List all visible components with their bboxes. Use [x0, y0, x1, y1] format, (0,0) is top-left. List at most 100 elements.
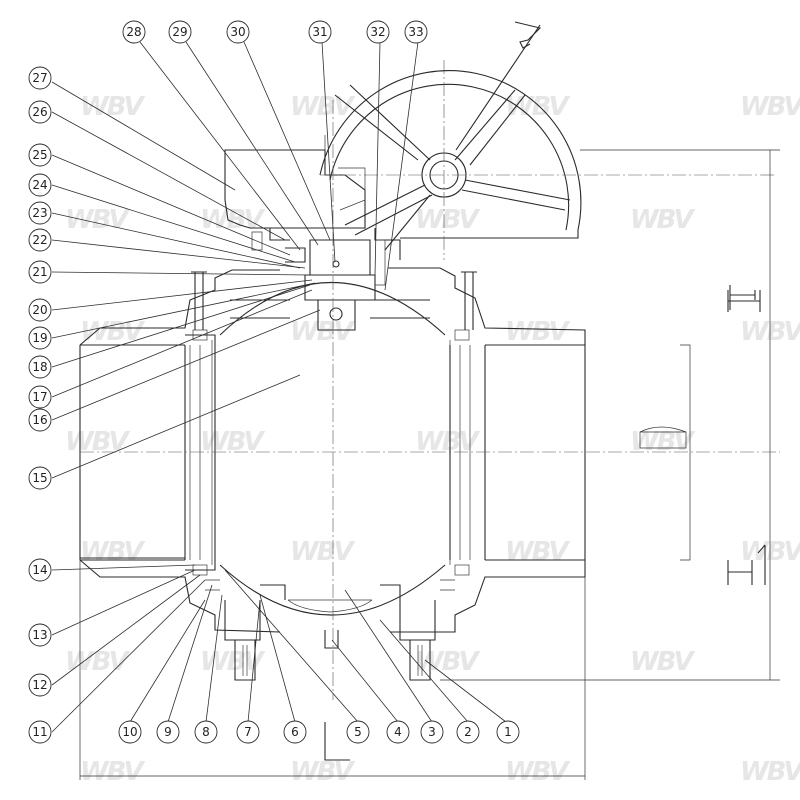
watermark-logo: WBV	[80, 317, 145, 347]
callout-number: 21	[32, 265, 47, 279]
watermark-logo: WBV	[630, 647, 695, 677]
callout-number: 11	[32, 725, 47, 739]
callout-number: 3	[428, 725, 436, 739]
callout-13: 13	[28, 623, 52, 647]
callout-19: 19	[28, 326, 52, 350]
callout-circle	[28, 408, 52, 432]
callout-number: 8	[202, 725, 210, 739]
callout-circle	[386, 720, 410, 744]
dimension-lines	[79, 149, 780, 780]
callout-21: 21	[28, 260, 52, 284]
watermark-logo: WBV	[80, 92, 145, 122]
watermark-logo: WBV	[415, 205, 480, 235]
callout-number: 24	[32, 178, 47, 192]
callout-number: 30	[230, 25, 245, 39]
watermark-logo: WBV	[740, 757, 800, 787]
callout-3: 3	[420, 720, 444, 744]
callout-number: 14	[32, 563, 47, 577]
callout-number: 19	[32, 331, 47, 345]
callout-circle	[122, 20, 146, 44]
callout-circle	[456, 720, 480, 744]
watermark-logo: WBV	[290, 92, 355, 122]
callout-number: 6	[291, 725, 299, 739]
callout-1: 1	[496, 720, 520, 744]
callout-29: 29	[168, 20, 192, 44]
callout-27: 27	[28, 66, 52, 90]
centerlines	[80, 60, 780, 700]
callout-5: 5	[346, 720, 370, 744]
callout-2: 2	[456, 720, 480, 744]
watermark-logo: WBV	[200, 427, 265, 457]
callout-circle	[28, 673, 52, 697]
callout-number: 9	[164, 725, 172, 739]
callout-28: 28	[122, 20, 146, 44]
callout-circle	[28, 326, 52, 350]
callout-number: 5	[354, 725, 362, 739]
callout-33: 33	[404, 20, 428, 44]
watermark-logo: WBV	[290, 757, 355, 787]
callout-circle	[28, 201, 52, 225]
callout-number: 7	[244, 725, 252, 739]
callout-9: 9	[156, 720, 180, 744]
callout-number: 13	[32, 628, 47, 642]
callout-circle	[118, 720, 142, 744]
callout-circle	[28, 228, 52, 252]
callout-circle	[404, 20, 428, 44]
watermark-logo: WBV	[65, 427, 130, 457]
callout-circle	[366, 20, 390, 44]
callout-4: 4	[386, 720, 410, 744]
watermark-logo: WBV	[505, 537, 570, 567]
watermark-logo: WBV	[415, 647, 480, 677]
watermark-logo: WBV	[200, 205, 265, 235]
watermark-logo: WBV	[505, 92, 570, 122]
callout-number: 29	[172, 25, 187, 39]
dim-H-label	[727, 285, 761, 312]
callout-24: 24	[28, 173, 52, 197]
callout-circle	[308, 20, 332, 44]
callout-circle	[28, 355, 52, 379]
callout-8: 8	[194, 720, 218, 744]
callout-26: 26	[28, 100, 52, 124]
callout-number: 18	[32, 360, 47, 374]
watermark-logo: WBV	[505, 317, 570, 347]
callout-number: 2	[464, 725, 472, 739]
callout-30: 30	[226, 20, 250, 44]
watermark-logo: WBV	[630, 205, 695, 235]
callout-number: 20	[32, 303, 47, 317]
callout-circle	[226, 20, 250, 44]
callout-circle	[28, 143, 52, 167]
callout-18: 18	[28, 355, 52, 379]
watermark-logo: WBV	[290, 537, 355, 567]
callout-circle	[28, 466, 52, 490]
callout-circle	[28, 173, 52, 197]
callout-12: 12	[28, 673, 52, 697]
callout-circle	[496, 720, 520, 744]
callout-number: 22	[32, 233, 47, 247]
callout-number: 1	[504, 725, 512, 739]
callout-number: 25	[32, 148, 47, 162]
callout-number: 32	[370, 25, 385, 39]
watermark-logo: WBV	[200, 647, 265, 677]
valve-body	[79, 267, 586, 681]
callout-circle	[28, 66, 52, 90]
part-callouts: 1234567891011121314151617181920212223242…	[28, 20, 520, 744]
callout-number: 15	[32, 471, 47, 485]
callout-11: 11	[28, 720, 52, 744]
callout-circle	[156, 720, 180, 744]
callout-circle	[346, 720, 370, 744]
callout-31: 31	[308, 20, 332, 44]
callout-circle	[236, 720, 260, 744]
callout-number: 26	[32, 105, 47, 119]
callout-14: 14	[28, 558, 52, 582]
callout-circle	[28, 720, 52, 744]
callout-circle	[28, 260, 52, 284]
callout-circle	[28, 623, 52, 647]
callout-20: 20	[28, 298, 52, 322]
callout-number: 4	[394, 725, 402, 739]
callout-number: 28	[126, 25, 141, 39]
watermark-logo: WBV	[415, 427, 480, 457]
callout-17: 17	[28, 385, 52, 409]
callout-circle	[283, 720, 307, 744]
dim-H1-label	[727, 544, 766, 585]
callout-number: 12	[32, 678, 47, 692]
